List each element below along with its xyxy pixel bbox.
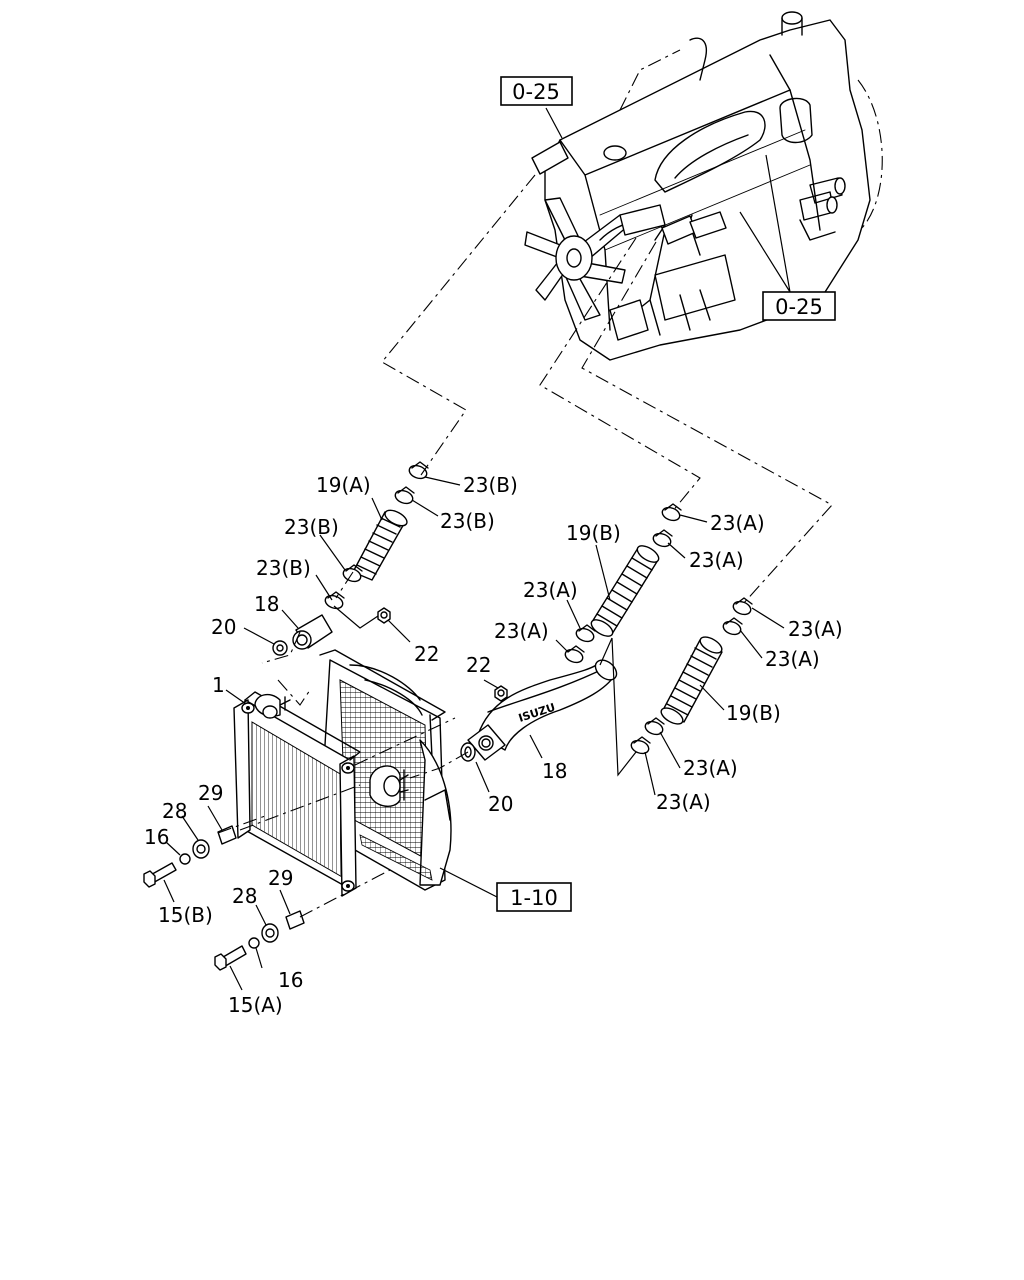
callout-15a: 15(A) xyxy=(228,993,283,1017)
callout-28: 28 xyxy=(232,884,257,908)
callout-23b: 23(B) xyxy=(256,556,311,580)
callout-16: 16 xyxy=(278,968,303,992)
connection-lines xyxy=(217,174,833,918)
ref-box-engine-right: 0-25 xyxy=(762,291,836,321)
nut-22-right xyxy=(494,685,508,702)
callout-23a: 23(A) xyxy=(523,578,578,602)
callout-23b: 23(B) xyxy=(463,473,518,497)
hose-19b-middle xyxy=(590,545,660,637)
ref-label: 0-25 xyxy=(512,80,560,104)
callout-29: 29 xyxy=(198,781,223,805)
callout-28: 28 xyxy=(162,799,187,823)
ref-label: 0-25 xyxy=(775,295,823,319)
clamp-23a-middle xyxy=(564,503,682,664)
callout-19b: 19(B) xyxy=(726,701,781,725)
callout-23b: 23(B) xyxy=(284,515,339,539)
clamp-23b-top xyxy=(394,461,429,505)
callout-1: 1 xyxy=(212,673,225,697)
callout-22: 22 xyxy=(414,642,439,666)
callout-19b: 19(B) xyxy=(566,521,621,545)
callout-22: 22 xyxy=(466,653,491,677)
callout-20: 20 xyxy=(488,792,513,816)
mount-hardware-lower xyxy=(214,910,305,971)
callout-20: 20 xyxy=(211,615,236,639)
callout-23a: 23(A) xyxy=(689,548,744,572)
ref-box-radiator-mount: 1-10 xyxy=(496,882,572,912)
ref-label: 1-10 xyxy=(510,886,558,910)
elbow-18-left xyxy=(292,614,333,650)
clamp-23b-bottom xyxy=(324,564,363,610)
callout-23a: 23(A) xyxy=(788,617,843,641)
hose-19b-right xyxy=(660,636,723,725)
clamp-23a-right xyxy=(630,597,753,755)
callout-18: 18 xyxy=(254,592,279,616)
callout-23a: 23(A) xyxy=(494,619,549,643)
callout-23a: 23(A) xyxy=(656,790,711,814)
callout-18: 18 xyxy=(542,759,567,783)
gasket-20-left xyxy=(272,640,288,656)
intercooler-core xyxy=(233,691,409,897)
ref-box-engine-top: 0-25 xyxy=(500,76,573,106)
callout-23b: 23(B) xyxy=(440,509,495,533)
engine-illustration xyxy=(524,11,883,361)
callout-16: 16 xyxy=(144,825,169,849)
callout-23a: 23(A) xyxy=(710,511,765,535)
callout-19a: 19(A) xyxy=(316,473,371,497)
callout-labels: 23(B) 23(B) 19(A) 23(B) 23(B) 18 20 22 1… xyxy=(144,473,843,1017)
callout-15b: 15(B) xyxy=(158,903,213,927)
hose-19a xyxy=(352,509,408,581)
nut-22-left xyxy=(377,607,391,624)
leader-lines xyxy=(163,107,791,991)
engine-fan xyxy=(524,197,629,321)
callout-29: 29 xyxy=(268,866,293,890)
mount-hardware-upper xyxy=(143,825,237,888)
callout-23a: 23(A) xyxy=(765,647,820,671)
callout-23a: 23(A) xyxy=(683,756,738,780)
